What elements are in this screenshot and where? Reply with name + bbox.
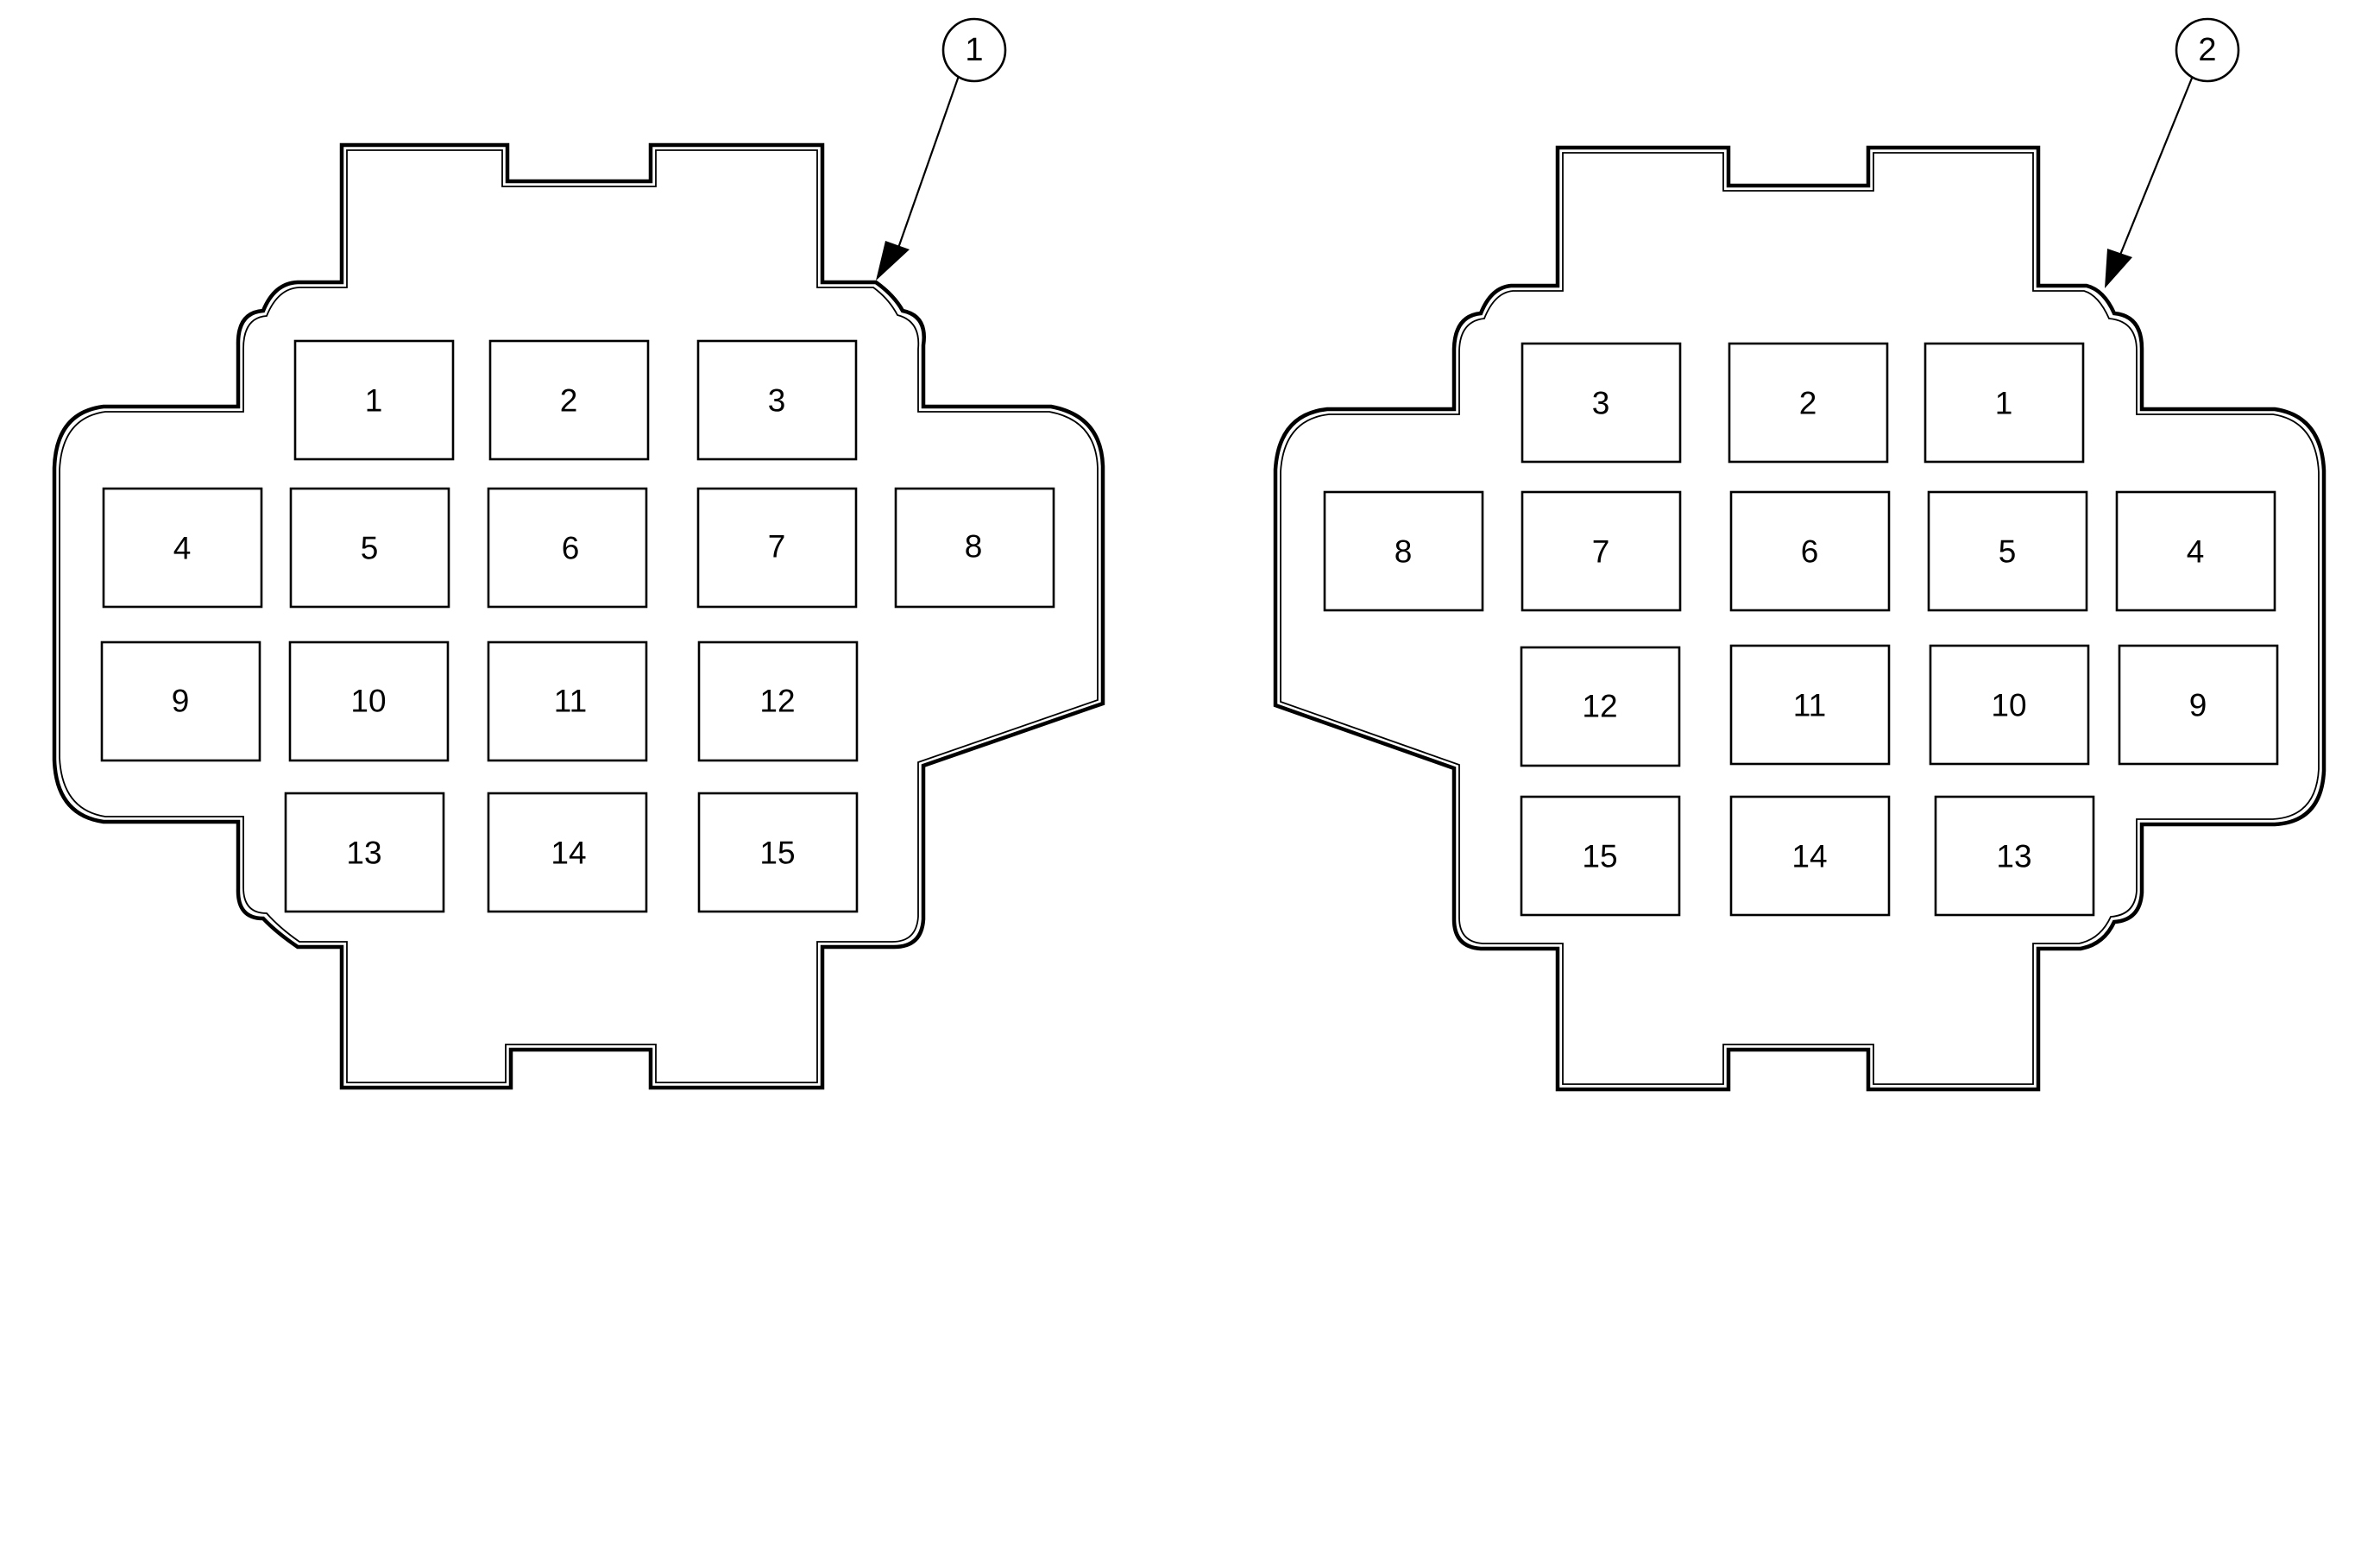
cavity: 8 — [894, 487, 1055, 609]
cavity: 11 — [487, 641, 648, 762]
callout-circle — [2175, 17, 2240, 83]
cavity: 14 — [1729, 795, 1891, 917]
callout-circle — [941, 17, 1007, 83]
pin-number: 3 — [768, 383, 786, 419]
arrow-icon — [2105, 249, 2132, 288]
cavity: 12 — [697, 641, 859, 762]
cavity: 7 — [1521, 490, 1682, 612]
pin-number: 1 — [365, 383, 383, 419]
callout-number: 2 — [2198, 32, 2216, 68]
cavity: 5 — [1927, 490, 2088, 612]
pin-number: 13 — [346, 836, 381, 871]
cavity: 12 — [1520, 646, 1681, 767]
callout-2: 2 — [2105, 17, 2240, 288]
pin-number: 14 — [551, 836, 586, 871]
pin-number: 10 — [1991, 688, 2026, 723]
pin-number: 3 — [1592, 386, 1610, 421]
pin-number: 9 — [2189, 688, 2207, 723]
cavity: 5 — [289, 487, 450, 609]
pin-number: 7 — [1592, 534, 1610, 570]
pin-number: 5 — [361, 531, 379, 566]
pin-number: 8 — [965, 529, 983, 565]
connector-2-housing — [1273, 145, 2326, 1092]
cavity: 7 — [696, 487, 858, 609]
cavity: 9 — [2118, 644, 2279, 766]
cavity: 15 — [697, 792, 859, 913]
cavity: 3 — [1521, 342, 1682, 464]
cavity: 13 — [1934, 795, 2095, 917]
cavity: 2 — [488, 339, 650, 461]
connector-1-cavities: 1 2 3 4 5 6 7 8 9 10 11 12 13 14 15 — [100, 339, 1055, 913]
cavity: 13 — [284, 792, 445, 913]
cavity: 15 — [1520, 795, 1681, 917]
pin-number: 4 — [2187, 534, 2205, 570]
cavity: 2 — [1728, 342, 1889, 464]
pin-number: 12 — [759, 684, 795, 719]
cavity: 6 — [487, 487, 648, 609]
cavity: 10 — [288, 641, 450, 762]
callout-number: 1 — [965, 32, 983, 68]
pin-number: 14 — [1791, 839, 1827, 874]
pin-number: 11 — [554, 684, 587, 719]
cavity: 1 — [293, 339, 455, 461]
leader-line — [896, 75, 960, 251]
pin-number: 6 — [1801, 534, 1819, 570]
cavity: 4 — [2115, 490, 2276, 612]
pin-number: 1 — [1995, 386, 2013, 421]
pin-number: 7 — [768, 529, 786, 565]
cavity: 4 — [102, 487, 263, 609]
connector-2-cavities: 3 2 1 8 7 6 5 4 12 11 10 9 15 14 13 — [1323, 342, 2279, 917]
pin-number: 15 — [759, 836, 795, 871]
pin-number: 13 — [1996, 839, 2031, 874]
pin-number: 4 — [173, 531, 192, 566]
pin-number: 12 — [1582, 689, 1617, 724]
cavity: 11 — [1729, 644, 1891, 766]
cavity: 8 — [1323, 490, 1484, 612]
arrow-icon — [876, 241, 910, 281]
pin-number: 5 — [1999, 534, 2017, 570]
leader-line — [2117, 75, 2194, 260]
cavity: 1 — [1924, 342, 2085, 464]
connector-1: 1 2 3 4 5 6 7 8 9 10 11 12 13 14 15 1 — [52, 17, 1105, 1090]
connector-1-housing — [52, 142, 1105, 1090]
pin-number: 15 — [1582, 839, 1617, 874]
pin-number: 8 — [1395, 534, 1413, 570]
pin-number: 9 — [172, 684, 190, 719]
cavity: 6 — [1729, 490, 1891, 612]
pin-number: 2 — [560, 383, 578, 419]
connector-2: 3 2 1 8 7 6 5 4 12 11 10 9 15 14 13 2 — [1273, 17, 2326, 1092]
cavity: 10 — [1929, 644, 2090, 766]
pin-number: 11 — [1793, 688, 1826, 723]
cavity: 9 — [100, 641, 261, 762]
callout-1: 1 — [876, 17, 1007, 281]
pin-number: 10 — [350, 684, 386, 719]
pin-number: 6 — [562, 531, 580, 566]
cavity: 14 — [487, 792, 648, 913]
pin-number: 2 — [1799, 386, 1817, 421]
cavity: 3 — [696, 339, 858, 461]
